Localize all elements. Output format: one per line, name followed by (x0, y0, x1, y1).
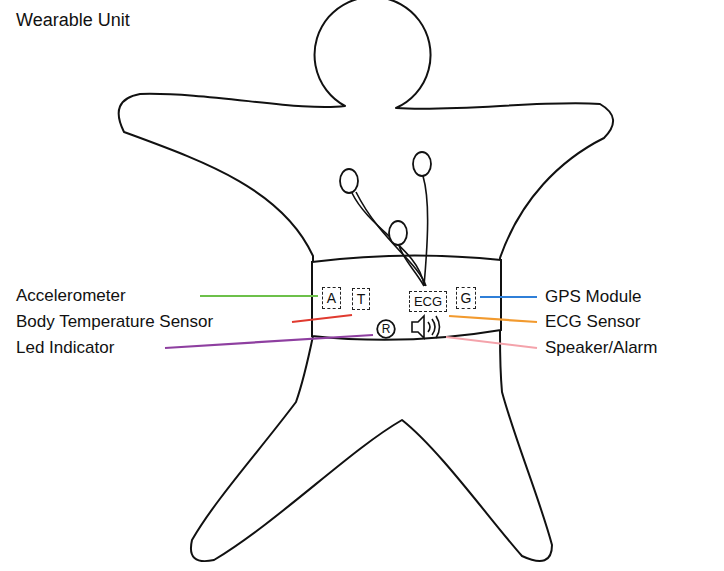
node-text: G (461, 291, 472, 305)
node-text: R (382, 323, 391, 335)
led-circle: R (376, 319, 396, 339)
speaker-symbol (412, 316, 440, 338)
leader-line (200, 295, 318, 297)
leader-line (449, 316, 537, 322)
ecg-wires (352, 176, 428, 286)
leader-line (165, 335, 373, 348)
diagram-title: Wearable Unit (16, 10, 130, 31)
part-label: Accelerometer (16, 287, 126, 306)
part-label: Speaker/Alarm (545, 339, 657, 358)
sensor-box: ECG (409, 291, 447, 312)
node-text: A (327, 291, 336, 305)
body-outline (119, 0, 613, 561)
node-text: T (357, 292, 366, 306)
ecg-electrodes (340, 152, 431, 245)
part-label: GPS Module (545, 288, 641, 307)
part-label: Body Temperature Sensor (16, 313, 213, 332)
part-label: Led Indicator (16, 339, 114, 358)
node-text: ECG (414, 295, 442, 308)
sensor-box: G (456, 287, 476, 309)
leader-line (446, 337, 537, 348)
leader-lines (165, 296, 537, 348)
sensor-box: A (322, 287, 341, 309)
part-label: ECG Sensor (545, 313, 640, 332)
belt-band (312, 255, 501, 339)
leader-line (292, 315, 352, 322)
sensor-box: T (352, 288, 370, 310)
leader-line (480, 296, 537, 298)
